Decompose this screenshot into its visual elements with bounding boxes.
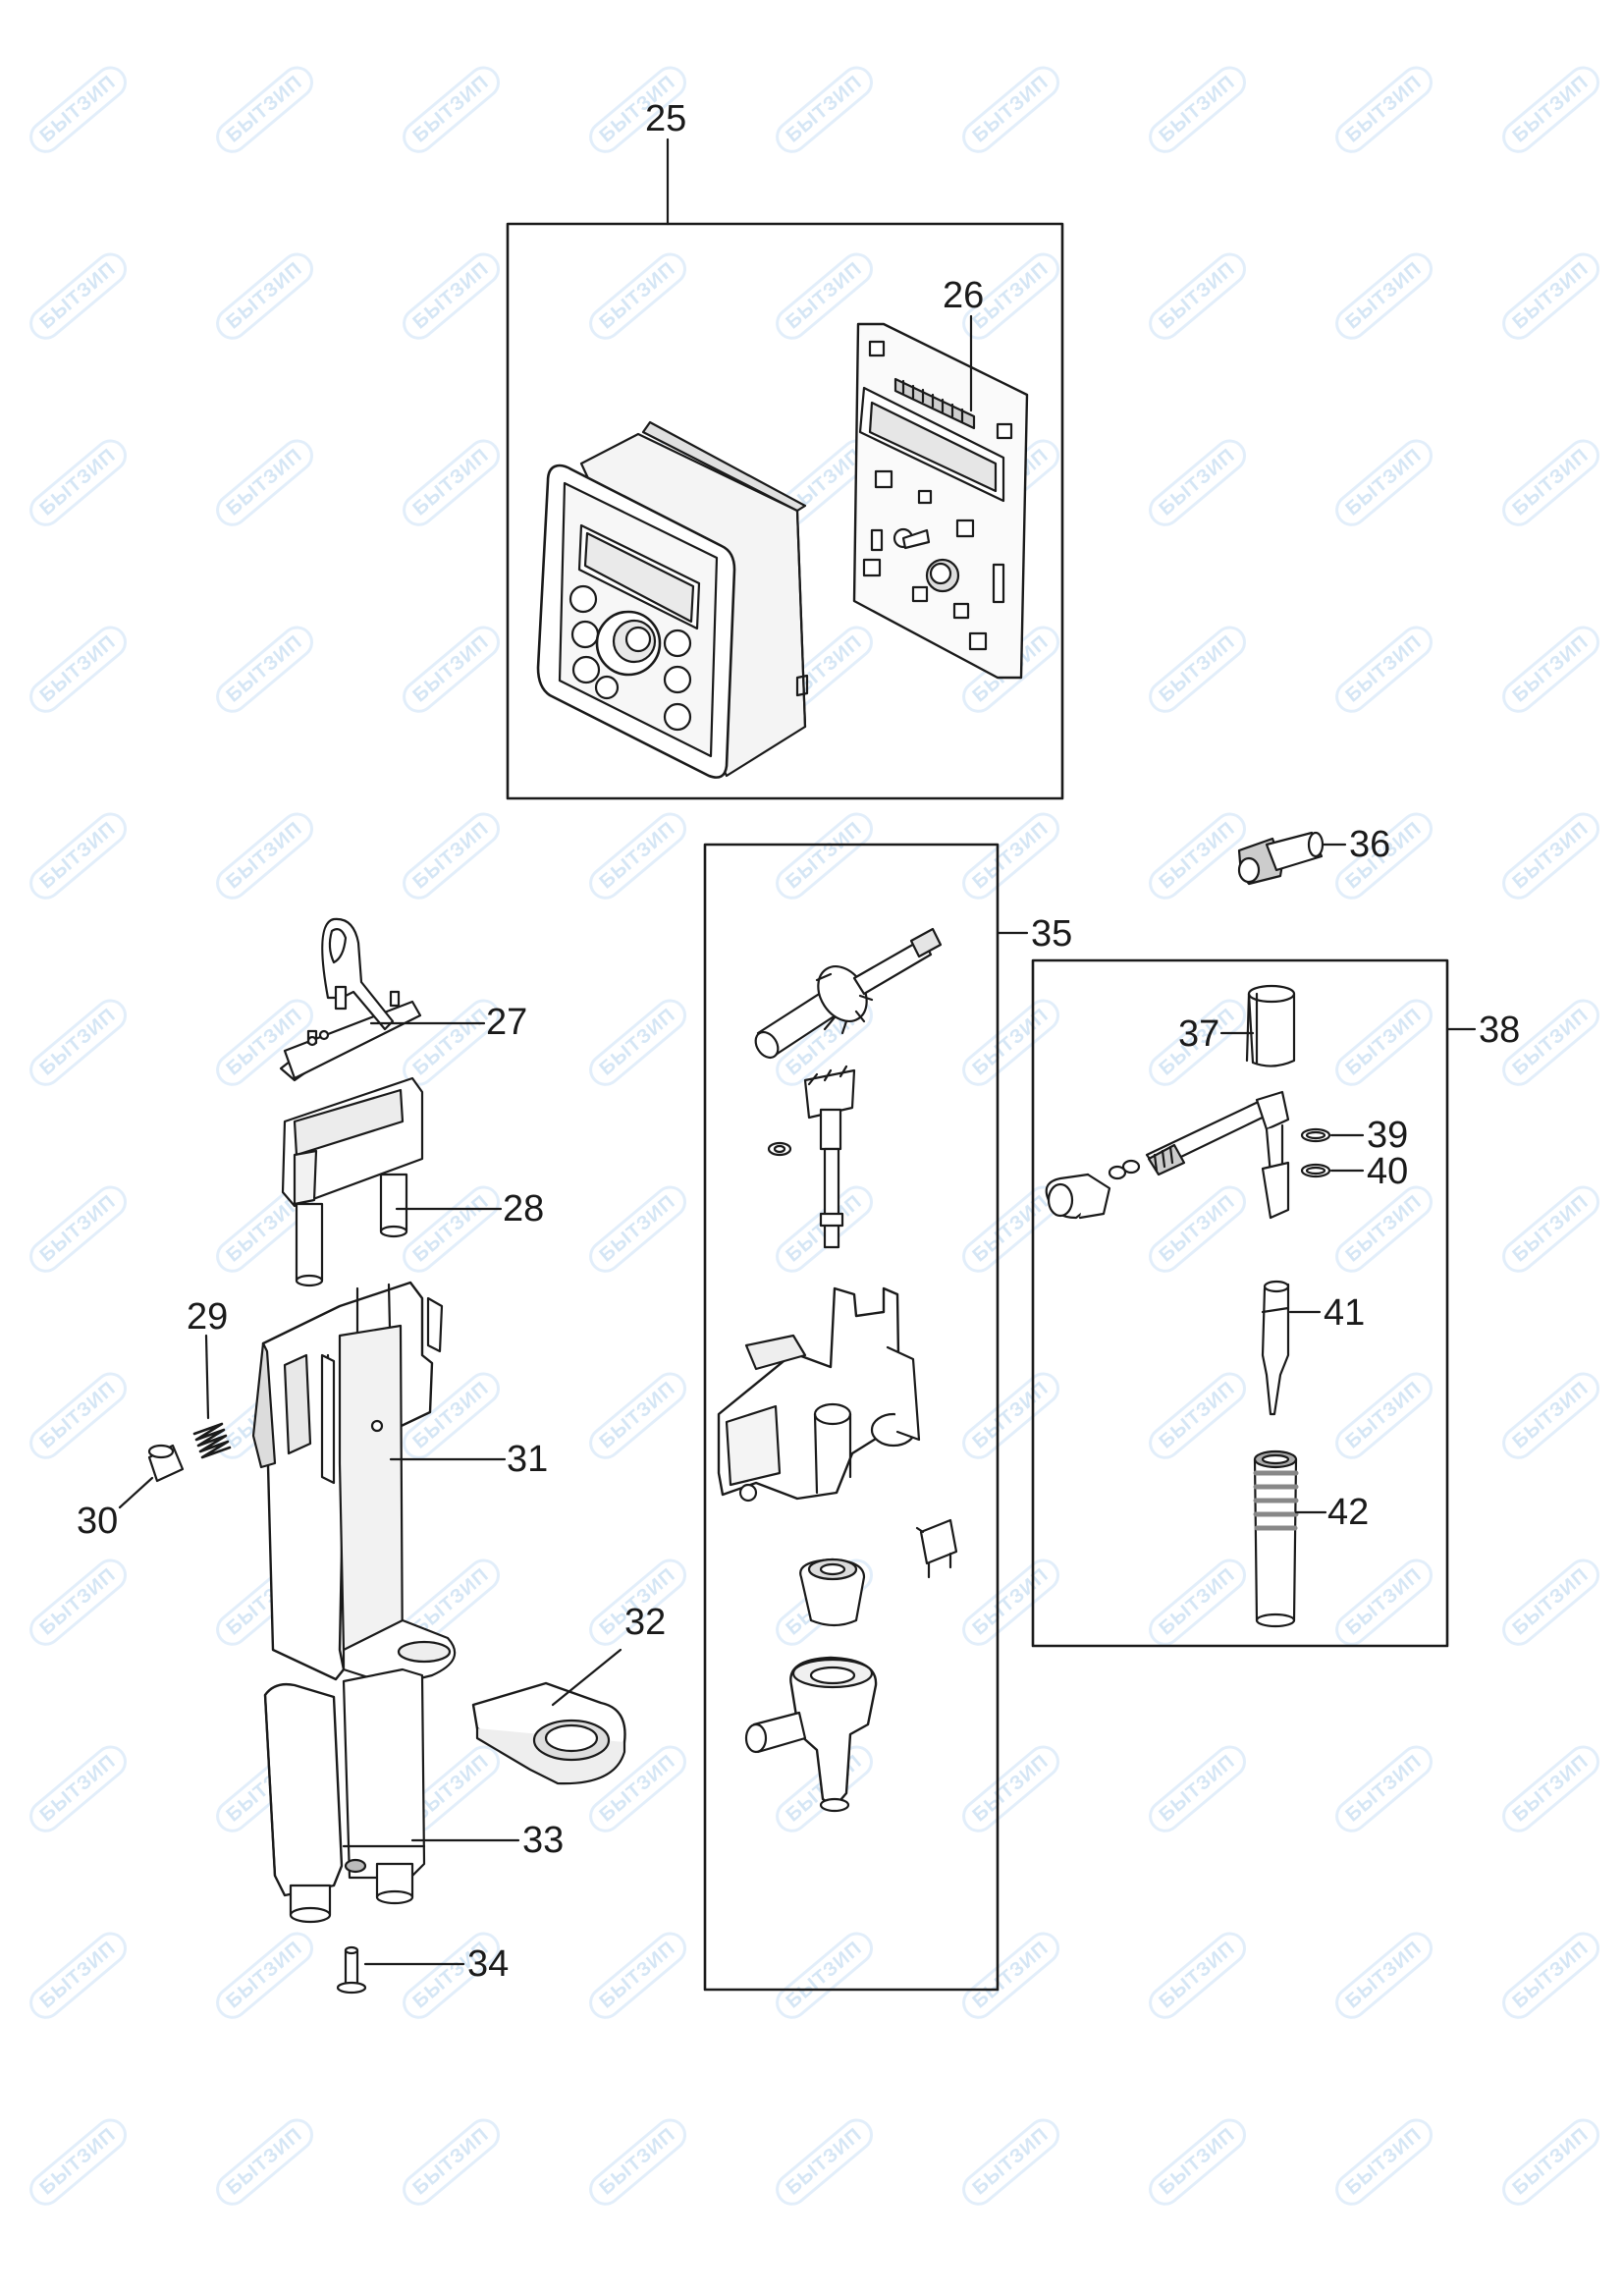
callout-42: 42 <box>1327 1492 1370 1533</box>
sleeve-cap <box>1219 984 1296 1067</box>
group-box-25 <box>506 137 1064 800</box>
callout-33: 33 <box>522 1820 565 1861</box>
pin <box>336 1945 465 1995</box>
callout-28: 28 <box>503 1188 545 1230</box>
callout-35: 35 <box>1031 913 1073 955</box>
dispenser-spout <box>744 1656 878 1813</box>
frother-tube <box>1045 1090 1290 1220</box>
gear-shaft <box>754 927 943 1060</box>
spring <box>192 1334 232 1459</box>
callout-31: 31 <box>507 1439 549 1480</box>
brew-housing <box>717 1286 921 1503</box>
callout-37: 37 <box>1178 1013 1220 1055</box>
callout-32: 32 <box>624 1602 667 1643</box>
control-panel-housing <box>536 420 809 779</box>
callout-34: 34 <box>467 1943 510 1985</box>
steam-pipe <box>1253 1449 1327 1628</box>
callout-36: 36 <box>1349 824 1391 865</box>
callout-30: 30 <box>77 1501 119 1542</box>
spindle <box>767 1065 856 1249</box>
callout-41: 41 <box>1324 1292 1366 1334</box>
callout-25: 25 <box>645 98 687 139</box>
funnel-nozzle <box>799 1558 866 1627</box>
lower-tray <box>263 1667 520 1924</box>
nozzle-tip <box>1261 1280 1322 1416</box>
circuit-board <box>852 314 1029 680</box>
upper-tray <box>281 1076 503 1287</box>
callout-26: 26 <box>943 275 985 316</box>
callout-29: 29 <box>187 1296 229 1338</box>
main-frame <box>251 1281 507 1687</box>
microswitch <box>915 1518 958 1579</box>
o-ring <box>1300 1163 1365 1178</box>
callout-38: 38 <box>1479 1010 1521 1051</box>
group-box-35 <box>703 843 1029 1992</box>
ring-plate <box>471 1648 626 1785</box>
o-ring <box>1300 1127 1365 1143</box>
callout-39: 39 <box>1367 1115 1409 1156</box>
callout-40: 40 <box>1367 1151 1409 1192</box>
top-bracket <box>279 917 486 1082</box>
valve-connector <box>1237 831 1347 886</box>
callout-27: 27 <box>486 1002 528 1043</box>
cap <box>118 1444 185 1509</box>
group-box-38 <box>1031 958 1477 1648</box>
